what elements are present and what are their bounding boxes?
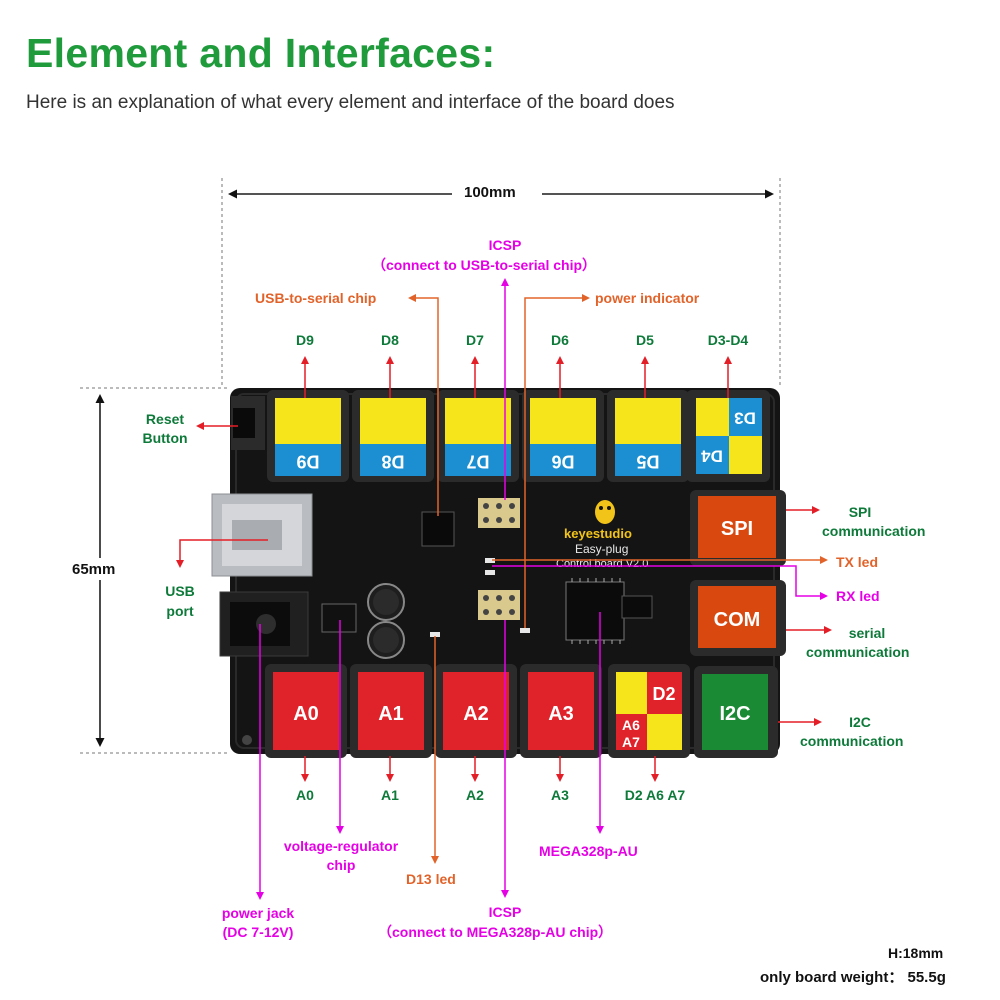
usb-serial-chip bbox=[421, 511, 455, 547]
height-dimension bbox=[70, 387, 230, 754]
thickness-label: H:18mm bbox=[888, 945, 944, 961]
icsp-header-top bbox=[478, 498, 520, 528]
reset-label-2: Button bbox=[142, 430, 188, 446]
port-d5-text: D5 bbox=[636, 451, 659, 471]
top-port-row: D9 D8 D7 D6 D5 bbox=[267, 390, 689, 482]
rx-led-part bbox=[485, 570, 495, 575]
a6-port-text: A6 bbox=[622, 717, 640, 733]
port-d8-text: D8 bbox=[381, 451, 404, 471]
port-d6: D6 bbox=[522, 390, 604, 482]
label-a0: A0 bbox=[296, 787, 314, 803]
keyestudio-logo-icon: keyestudio Easy-plug Control board V2.0 bbox=[556, 500, 648, 570]
power-indicator-label: power indicator bbox=[595, 290, 700, 306]
port-d8: D8 bbox=[352, 390, 434, 482]
icsp-bottom-title: ICSP bbox=[488, 904, 522, 920]
icsp-bottom-desc: （connect to MEGA328p-AU chip） bbox=[378, 924, 613, 940]
bottom-port-row: A0 A1 A2 A3 bbox=[265, 664, 602, 758]
label-d5: D5 bbox=[636, 332, 654, 348]
magenta-arrows bbox=[256, 278, 828, 900]
port-a2: A2 bbox=[435, 664, 517, 758]
com-port-text: COM bbox=[714, 609, 761, 631]
weight-label: only board weight： 55.5g bbox=[760, 969, 946, 986]
port-i2c: I2C bbox=[694, 666, 778, 758]
small-chip bbox=[621, 595, 653, 619]
port-a3-text: A3 bbox=[548, 703, 574, 725]
power-jack-part bbox=[219, 591, 309, 657]
d13-led-label: D13 led bbox=[406, 871, 456, 887]
width-label: 100mm bbox=[464, 184, 516, 201]
port-d5: D5 bbox=[607, 390, 689, 482]
port-a3: A3 bbox=[520, 664, 602, 758]
height-label: 65mm bbox=[72, 561, 116, 578]
page-title: Element and Interfaces: bbox=[26, 30, 496, 76]
spi-label-1: SPI bbox=[848, 504, 872, 520]
i2c-port-text: I2C bbox=[719, 703, 750, 725]
label-a1: A1 bbox=[381, 787, 399, 803]
port-d9-text: D9 bbox=[296, 451, 319, 471]
serial-label-2: communication bbox=[806, 644, 910, 660]
usb-label-2: port bbox=[166, 603, 194, 619]
label-d6: D6 bbox=[551, 332, 569, 348]
usb-serial-label: USB-to-serial chip bbox=[255, 290, 377, 306]
port-d9: D9 bbox=[267, 390, 349, 482]
capacitors bbox=[367, 583, 405, 659]
port-d6-text: D6 bbox=[551, 451, 574, 471]
d4-port-text: D4 bbox=[701, 447, 723, 466]
serial-label-1: serial bbox=[848, 625, 886, 641]
regulator-label-2: chip bbox=[326, 857, 356, 873]
port-d7-text: D7 bbox=[466, 451, 489, 471]
port-a0: A0 bbox=[265, 664, 347, 758]
label-d9: D9 bbox=[296, 332, 314, 348]
board-name-line2: Control board V2.0 bbox=[556, 558, 648, 570]
mega-label: MEGA328p-AU bbox=[539, 843, 638, 859]
rx-led-label: RX led bbox=[836, 588, 880, 604]
power-jack-label-1: power jack bbox=[221, 905, 295, 921]
i2c-label-2: communication bbox=[800, 733, 904, 749]
a7-port-text: A7 bbox=[622, 734, 640, 750]
port-a1-text: A1 bbox=[378, 703, 404, 725]
d13-led-part bbox=[430, 632, 440, 637]
port-a2-text: A2 bbox=[463, 703, 489, 725]
label-d2-a6-a7: D2 A6 A7 bbox=[624, 787, 686, 803]
usb-label-1: USB bbox=[165, 583, 195, 599]
reset-button-part bbox=[231, 396, 265, 450]
d3-port-text: D3 bbox=[734, 409, 756, 428]
spi-port-text: SPI bbox=[721, 518, 753, 540]
icsp-header-bottom bbox=[478, 590, 520, 620]
port-spi: SPI bbox=[690, 490, 786, 566]
tx-led-part bbox=[485, 558, 495, 563]
port-a1: A1 bbox=[350, 664, 432, 758]
d2-port-text: D2 bbox=[652, 684, 675, 704]
regulator-label-1: voltage-regulator bbox=[283, 838, 399, 854]
orange-arrows bbox=[408, 294, 828, 864]
label-d3-d4: D3-D4 bbox=[707, 332, 749, 348]
port-d2-a6-a7: D2 A6 A7 bbox=[608, 664, 690, 758]
port-com: COM bbox=[690, 580, 786, 656]
label-a3: A3 bbox=[551, 787, 569, 803]
icsp-top-desc: （connect to USB-to-serial chip） bbox=[372, 257, 597, 273]
power-jack-label-2: (DC 7-12V) bbox=[222, 924, 294, 940]
spi-label-2: communication bbox=[822, 523, 926, 539]
label-d7: D7 bbox=[466, 332, 484, 348]
voltage-regulator-part bbox=[321, 603, 357, 633]
page-subtitle: Here is an explanation of what every ele… bbox=[26, 92, 675, 113]
tx-led-label: TX led bbox=[836, 554, 879, 570]
i2c-label-1: I2C bbox=[849, 714, 871, 730]
mega328p-chip bbox=[565, 578, 625, 644]
width-dimension bbox=[221, 178, 781, 388]
power-led-part bbox=[520, 628, 530, 633]
port-d7: D7 bbox=[437, 390, 519, 482]
icsp-top-title: ICSP bbox=[488, 237, 522, 253]
label-d8: D8 bbox=[381, 332, 399, 348]
label-a2: A2 bbox=[466, 787, 484, 803]
usb-port-part bbox=[211, 493, 313, 577]
port-a0-text: A0 bbox=[293, 703, 319, 725]
port-d3-d4: D3 D4 bbox=[686, 390, 770, 482]
board-logo-text: keyestudio bbox=[564, 526, 632, 541]
board-name-line1: Easy-plug bbox=[575, 542, 628, 556]
reset-label-1: Reset bbox=[145, 411, 185, 427]
red-arrows bbox=[176, 356, 832, 782]
